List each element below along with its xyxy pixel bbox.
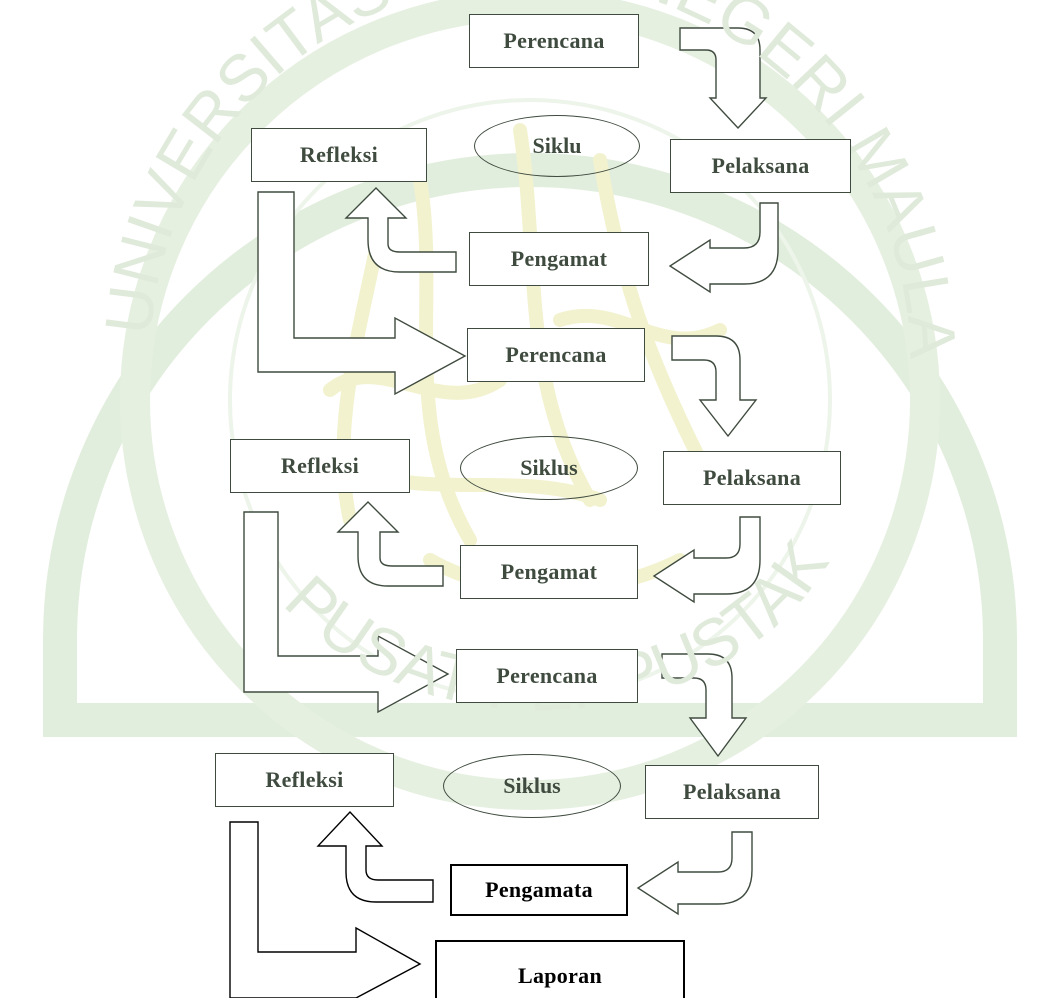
arrow-observe-to-reflect-3	[316, 810, 434, 903]
report-label: Laporan	[517, 963, 602, 988]
arrow-observe-to-reflect-1	[344, 187, 457, 273]
cycle1-reflect-box: Refleksi	[251, 128, 427, 182]
cycle2-reflect-label: Refleksi	[280, 453, 360, 478]
cycle2-label: Siklus	[520, 455, 578, 480]
arrow-reflect-to-plan-2	[257, 191, 467, 396]
cycle2-oval: Siklus	[460, 436, 638, 500]
cycle1-plan-label: Perencana	[503, 28, 605, 53]
arrow-plan-to-act-2	[671, 335, 758, 438]
cycle3-observe-label: Pengamata	[485, 877, 593, 902]
cycle2-act-box: Pelaksana	[663, 451, 841, 505]
cycle1-observe-label: Pengamat	[510, 246, 608, 271]
cycle1-act-label: Pelaksana	[711, 153, 810, 178]
arrow-plan-to-act-1	[679, 27, 768, 130]
cycle3-act-label: Pelaksana	[682, 779, 782, 804]
cycle2-act-label: Pelaksana	[702, 465, 802, 490]
cycle3-plan-box: Perencana	[456, 649, 638, 703]
cycle1-reflect-label: Refleksi	[299, 142, 379, 167]
arrow-act-to-observe-3	[636, 831, 753, 916]
arrow-reflect-to-report	[229, 821, 422, 998]
cycle2-plan-box: Perencana	[467, 328, 645, 382]
cycle3-act-box: Pelaksana	[645, 765, 819, 819]
cycle1-plan-box: Perencana	[469, 14, 639, 68]
cycle2-plan-label: Perencana	[505, 342, 607, 367]
report-box: Laporan	[435, 940, 685, 998]
cycle1-observe-box: Pengamat	[469, 232, 649, 286]
cycle2-reflect-box: Refleksi	[230, 439, 410, 493]
cycle1-oval: Siklu	[474, 115, 640, 177]
arrow-act-to-observe-2	[652, 516, 761, 604]
cycle1-act-box: Pelaksana	[670, 139, 851, 193]
cycle3-oval: Siklus	[443, 754, 621, 818]
cycle3-label: Siklus	[503, 773, 561, 798]
cycle3-reflect-label: Refleksi	[265, 767, 344, 792]
arrow-observe-to-reflect-2	[336, 501, 444, 587]
cycle2-observe-box: Pengamat	[460, 545, 638, 599]
cycle3-plan-label: Perencana	[496, 663, 598, 688]
cycle3-observe-box: Pengamata	[450, 864, 628, 916]
cycle1-label: Siklu	[532, 133, 582, 158]
arrow-reflect-to-plan-3	[243, 511, 450, 714]
cycle2-observe-label: Pengamat	[500, 559, 598, 584]
arrow-act-to-observe-1	[668, 202, 779, 294]
cycle3-reflect-box: Refleksi	[215, 753, 394, 807]
arrow-plan-to-act-3	[661, 653, 748, 758]
